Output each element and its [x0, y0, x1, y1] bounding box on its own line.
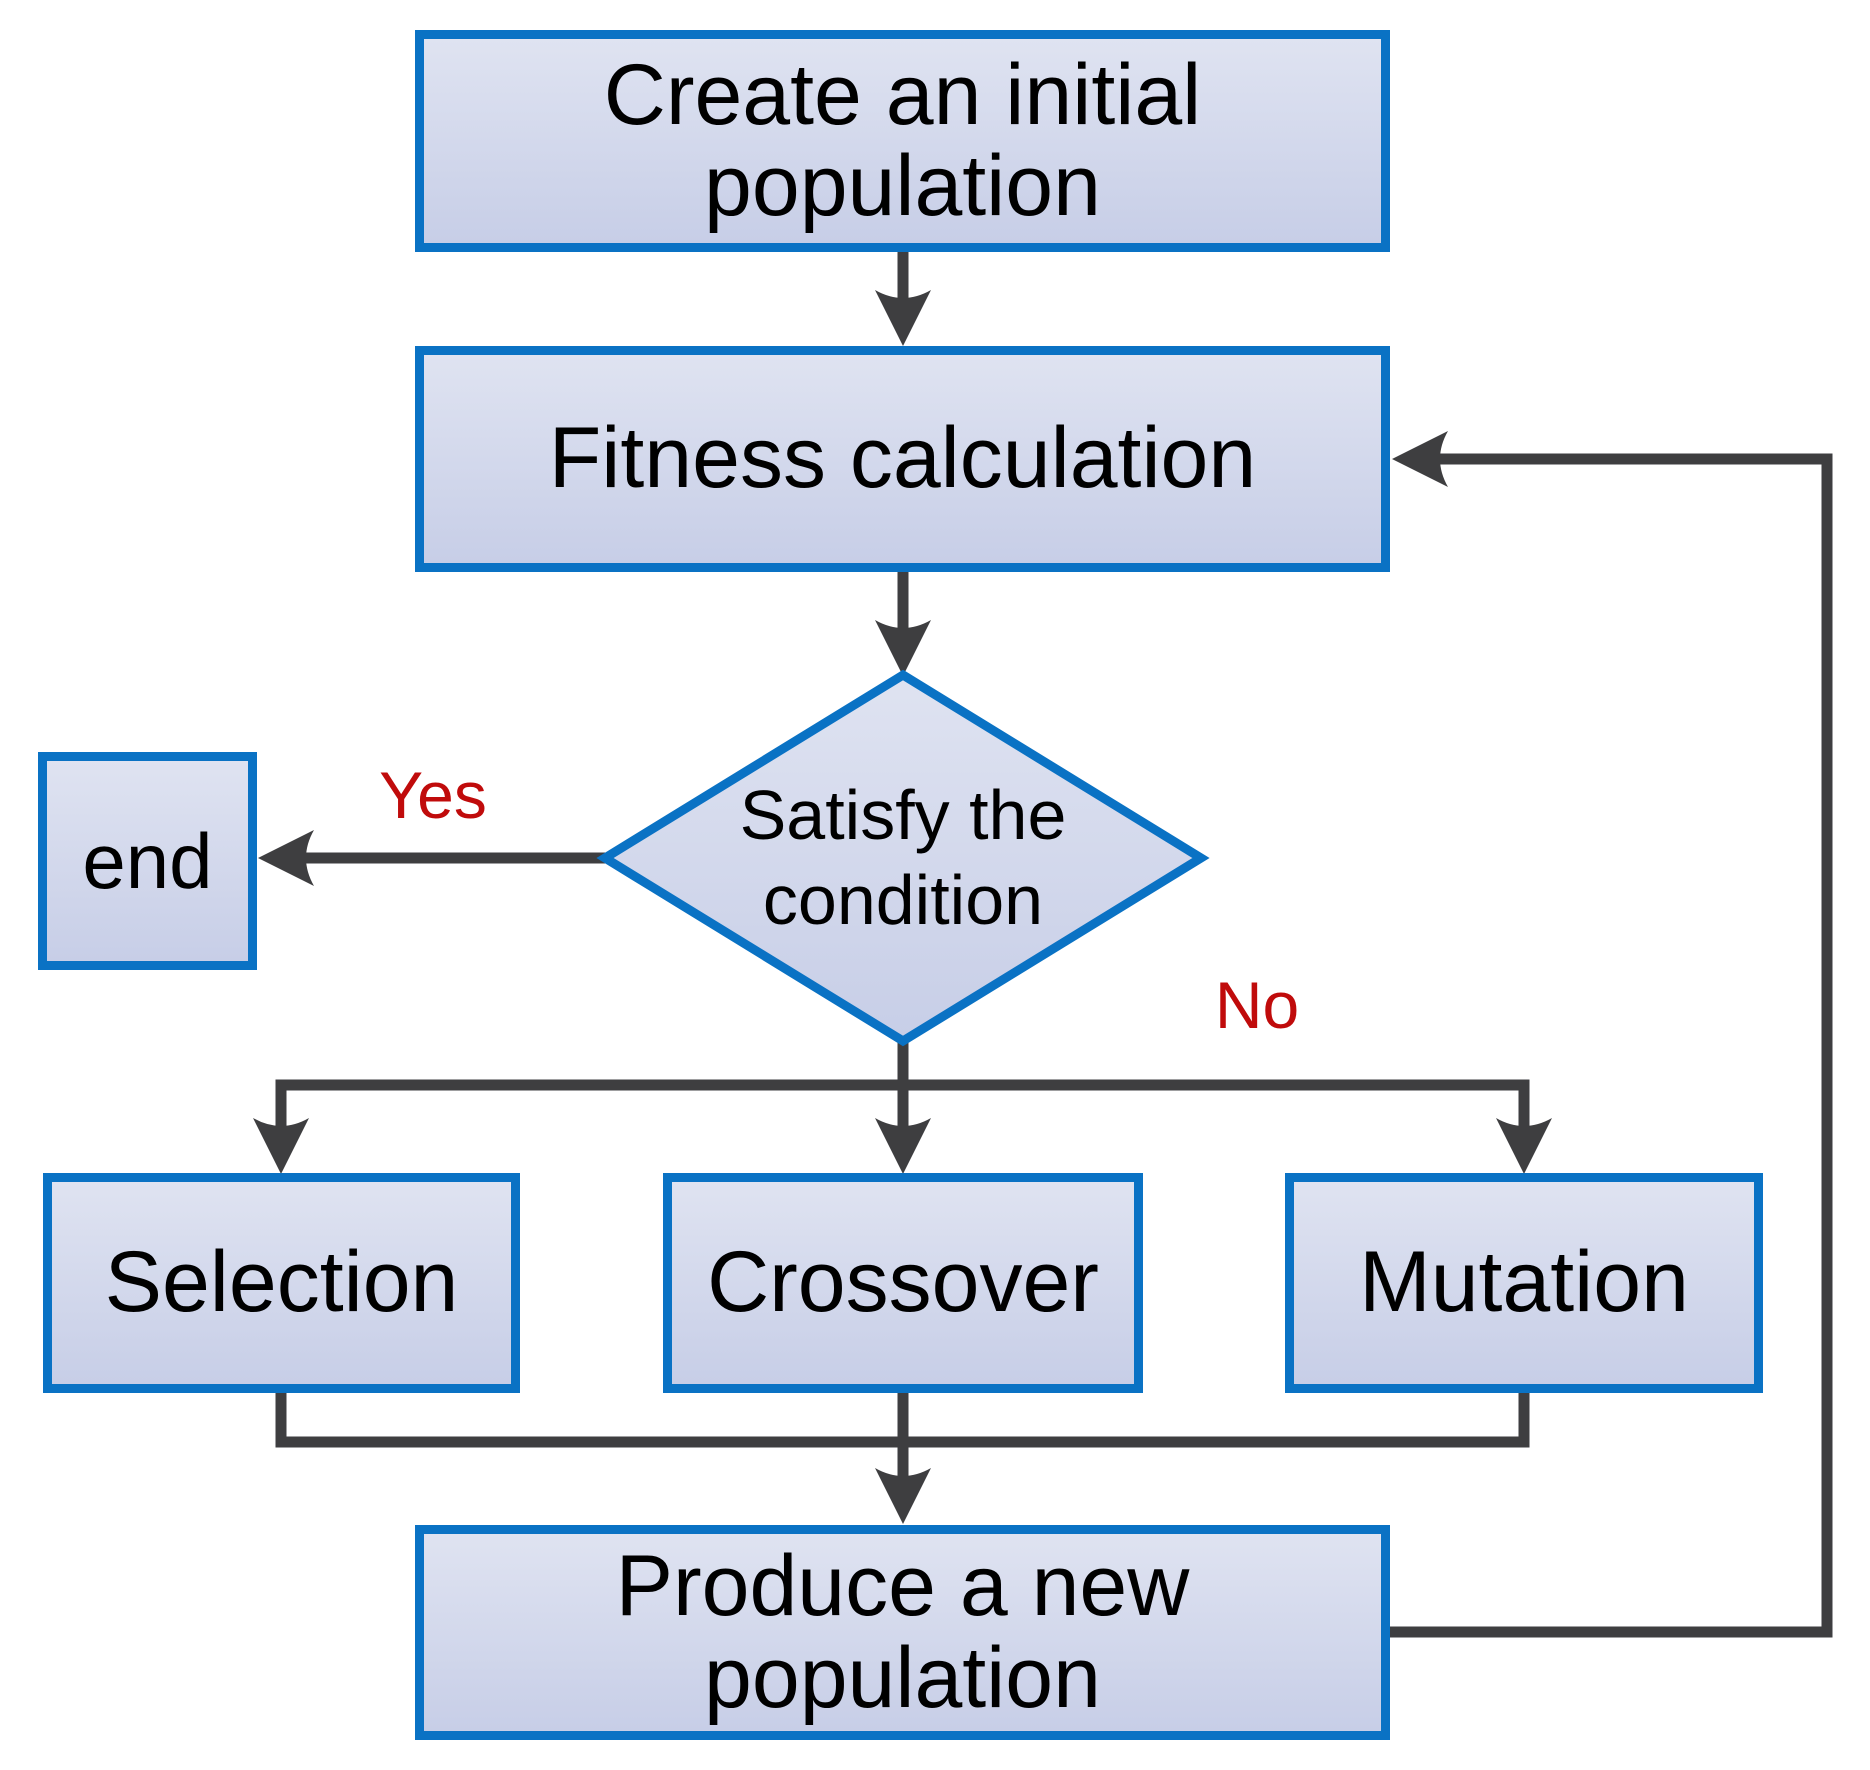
- node-satisfy-condition-shape: [596, 669, 1210, 1047]
- node-end: end: [38, 752, 257, 970]
- node-create-initial-population: Create an initial population: [415, 30, 1390, 252]
- arrowhead-down-icon: [875, 620, 931, 676]
- node-label: Fitness calculation: [548, 410, 1257, 507]
- node-label: Create an initial population: [603, 46, 1202, 234]
- edge-label-no: No: [1214, 968, 1300, 1042]
- node-mutation: Mutation: [1285, 1173, 1763, 1393]
- arrowhead-down-icon: [875, 1118, 931, 1174]
- arrowhead-down-icon: [253, 1118, 309, 1174]
- node-label: Mutation: [1359, 1234, 1689, 1331]
- node-crossover: Crossover: [663, 1173, 1143, 1393]
- node-label: Selection: [104, 1234, 459, 1331]
- node-produce-new-population: Produce a new population: [415, 1525, 1390, 1740]
- arrowhead-down-icon: [875, 290, 931, 346]
- arrowhead-left-icon: [258, 830, 314, 886]
- node-label: end: [82, 816, 213, 905]
- edge-operators-to-produce: [275, 1393, 1530, 1524]
- edge-condition-to-end: [258, 830, 605, 886]
- node-label: Produce a new population: [615, 1538, 1190, 1726]
- arrowhead-down-icon: [875, 1468, 931, 1524]
- edge-fitness-to-condition: [875, 572, 931, 676]
- arrowhead-left-icon: [1392, 431, 1448, 487]
- edge-label-yes: Yes: [379, 758, 487, 832]
- arrowhead-down-icon: [1496, 1118, 1552, 1174]
- node-satisfy-condition-label: Satisfy the condition: [739, 775, 1067, 939]
- node-label: Crossover: [707, 1234, 1099, 1331]
- edge-produce-to-fitness: [1390, 431, 1833, 1638]
- edge-create-to-fitness: [875, 252, 931, 346]
- node-selection: Selection: [43, 1173, 520, 1393]
- node-fitness-calculation: Fitness calculation: [415, 346, 1390, 572]
- edge-condition-to-operators: [253, 1041, 1552, 1174]
